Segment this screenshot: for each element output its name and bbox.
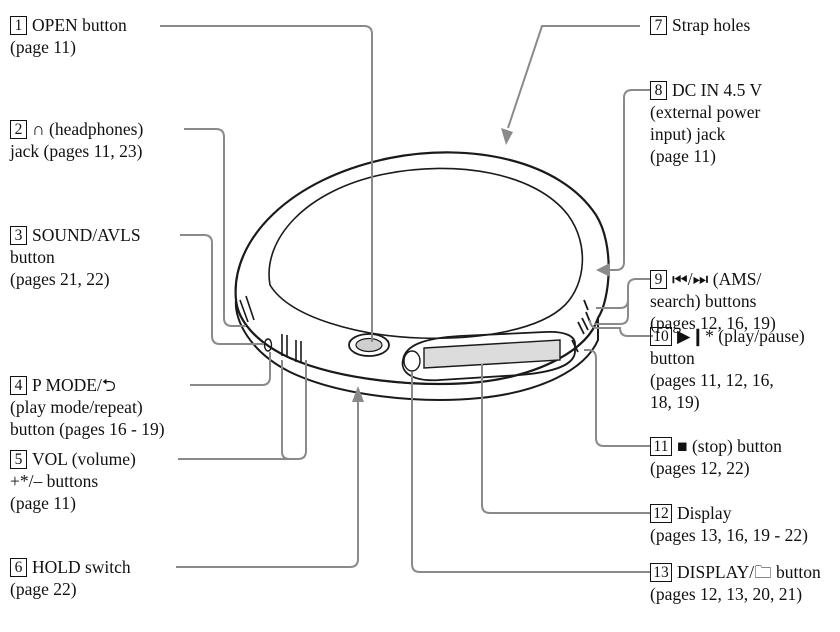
leader-6: [176, 400, 359, 568]
callout-text: ▶❙* (play/pause): [677, 326, 805, 346]
display-window: [423, 339, 561, 369]
callout-subtext: (external power: [650, 102, 761, 122]
callout-6: 6 HOLD switch (page 22): [10, 556, 131, 600]
callout-number: 3: [10, 226, 27, 245]
callout-number: 8: [650, 81, 667, 100]
callout-number: 12: [650, 504, 672, 523]
callout-text: OPEN button: [32, 15, 127, 35]
leader-8: [606, 89, 650, 271]
leader-12: [481, 364, 650, 514]
arrow-6: [352, 386, 364, 402]
callout-number: 4: [10, 376, 27, 395]
callout-subtext: (pages 12, 16, 19): [650, 313, 776, 333]
callout-text: Strap holes: [672, 15, 751, 35]
callout-subtext: button: [10, 247, 55, 267]
callout-subtext: (pages 13, 16, 19 - 22): [650, 525, 808, 545]
callout-subtext: (page 22): [10, 579, 77, 599]
callout-subtext: jack (pages 11, 23): [10, 141, 143, 161]
callout-text: VOL (volume): [32, 449, 136, 469]
callout-text: DC IN 4.5 V: [672, 80, 763, 100]
callout-text: ∩ (headphones): [32, 119, 144, 139]
callout-number: 10: [650, 327, 672, 346]
callout-1: 1 OPEN button (page 11): [10, 14, 127, 58]
callout-subtext: (page 11): [10, 493, 76, 513]
leader-4: [190, 352, 271, 386]
callout-subtext: button: [650, 348, 695, 368]
callout-4: 4 P MODE/⮌ (play mode/repeat) button (pag…: [10, 374, 165, 440]
callout-number: 13: [650, 563, 672, 582]
arrowheads: [352, 128, 610, 402]
callout-10: 10 ▶❙* (play/pause) button (pages 11, 12,…: [650, 325, 805, 413]
callout-subtext: (pages 12, 22): [650, 458, 750, 478]
callout-text: P MODE/⮌: [32, 375, 116, 395]
callout-11: 11 ■ (stop) button (pages 12, 22): [650, 435, 782, 479]
callout-7: 7 Strap holes: [650, 14, 750, 36]
callout-text: ■ (stop) button: [677, 436, 782, 456]
leader-3: [180, 234, 264, 345]
callout-text: HOLD switch: [32, 557, 131, 577]
callout-number: 7: [650, 16, 667, 35]
open-button-shape: [348, 333, 390, 357]
callout-subtext: (page 11): [10, 37, 76, 57]
callout-subtext: +*/– buttons: [10, 471, 99, 491]
leader-lines: [160, 25, 653, 573]
callout-number: 1: [10, 16, 27, 35]
callout-subtext: (play mode/repeat): [10, 397, 143, 417]
callout-text: Display: [677, 503, 732, 523]
callout-subtext: input) jack: [650, 124, 726, 144]
leader-10: [589, 319, 653, 337]
cd-player-body: [234, 151, 610, 401]
callout-subtext: search) buttons: [650, 291, 757, 311]
callout-3: 3 SOUND/AVLS button (pages 21, 22): [10, 224, 141, 290]
callout-subtext: (pages 11, 12, 16,: [650, 370, 774, 390]
callout-2: 2 ∩ (headphones) jack (pages 11, 23): [10, 118, 143, 162]
callout-number: 9: [650, 270, 667, 289]
callout-text: DISPLAY/🗀 button: [677, 562, 821, 582]
callout-subtext: (page 11): [650, 146, 716, 166]
callout-subtext: (pages 21, 22): [10, 269, 110, 289]
display-button-shape: [403, 350, 421, 372]
callout-8: 8 DC IN 4.5 V (external power input) jack…: [650, 79, 762, 167]
callout-number: 11: [650, 437, 672, 456]
leader-2: [184, 128, 246, 327]
leader-13: [411, 372, 650, 573]
callout-number: 2: [10, 120, 27, 139]
leader-7: [507, 25, 640, 129]
callout-5: 5 VOL (volume) +*/– buttons (page 11): [10, 448, 136, 514]
leader-5: [178, 360, 307, 460]
callout-number: 6: [10, 558, 27, 577]
callout-text: ⏮/⏭ (AMS/: [672, 269, 762, 289]
callout-subtext: button (pages 16 - 19): [10, 419, 165, 439]
callout-number: 5: [10, 450, 27, 469]
callout-12: 12 Display (pages 13, 16, 19 - 22): [650, 502, 808, 546]
callout-subtext: (pages 12, 13, 20, 21): [650, 584, 803, 604]
arrow-8: [596, 263, 610, 277]
player-lid: [268, 167, 584, 340]
leader-11: [584, 349, 650, 447]
callout-subtext: 18, 19): [650, 392, 700, 412]
leader-1: [160, 25, 373, 342]
callout-13: 13 DISPLAY/🗀 button (pages 12, 13, 20, 21…: [650, 561, 821, 605]
arrow-7: [501, 128, 513, 145]
callout-9: 9 ⏮/⏭ (AMS/ search) buttons (pages 12, 16…: [650, 268, 776, 334]
leader-9: [594, 278, 650, 325]
callout-text: SOUND/AVLS: [32, 225, 141, 245]
